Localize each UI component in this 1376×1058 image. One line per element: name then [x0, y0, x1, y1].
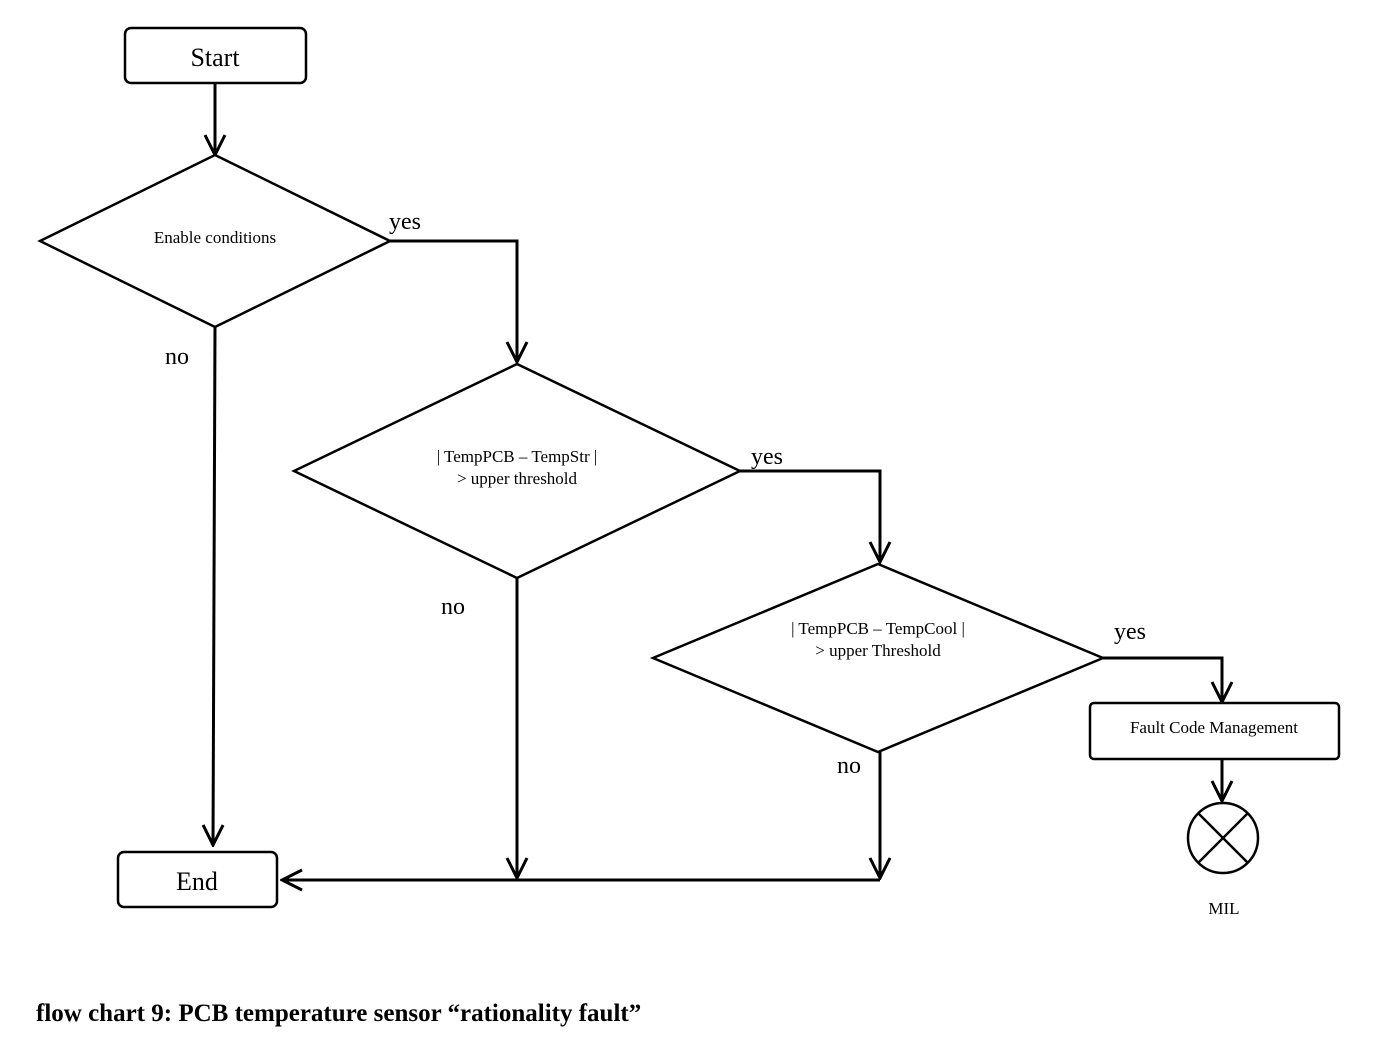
figure-caption: flow chart 9: PCB temperature sensor “ra…	[36, 1000, 642, 1027]
cond1-yes-label: yes	[751, 444, 783, 470]
mil-label: MIL	[1208, 899, 1239, 918]
start-label: Start	[190, 43, 240, 72]
start-node: Start	[123, 26, 308, 85]
cond1-no-label: no	[441, 594, 465, 620]
enable-conditions-label: Enable conditions	[154, 228, 276, 247]
temp-cool-label-line1: | TempPCB – TempCool |	[791, 619, 965, 638]
edge-enable-yes	[390, 239, 517, 362]
temp-str-decision: | TempPCB – TempStr | > upper threshold	[291, 362, 743, 580]
enable-yes-label: yes	[389, 209, 421, 235]
mil-lamp-icon	[1186, 801, 1260, 875]
edge-enable-no	[213, 326, 215, 845]
enable-conditions-decision: Enable conditions	[37, 153, 393, 329]
end-node: End	[116, 850, 279, 909]
temp-cool-decision: | TempPCB – TempCool | > upper Threshold	[649, 562, 1107, 754]
cond2-yes-label: yes	[1114, 619, 1146, 645]
temp-cool-label-line2: > upper Threshold	[815, 641, 941, 660]
edge-cond2-yes	[1103, 656, 1222, 702]
edge-cond1-yes	[740, 469, 880, 562]
temp-str-label-line2: > upper threshold	[457, 469, 578, 488]
fault-code-management-node: Fault Code Management	[1088, 701, 1341, 761]
enable-no-label: no	[165, 344, 189, 370]
cond2-no-label: no	[837, 753, 861, 779]
end-label: End	[176, 867, 218, 896]
temp-str-label-line1: | TempPCB – TempStr |	[437, 447, 598, 466]
fault-code-management-label: Fault Code Management	[1130, 718, 1298, 737]
